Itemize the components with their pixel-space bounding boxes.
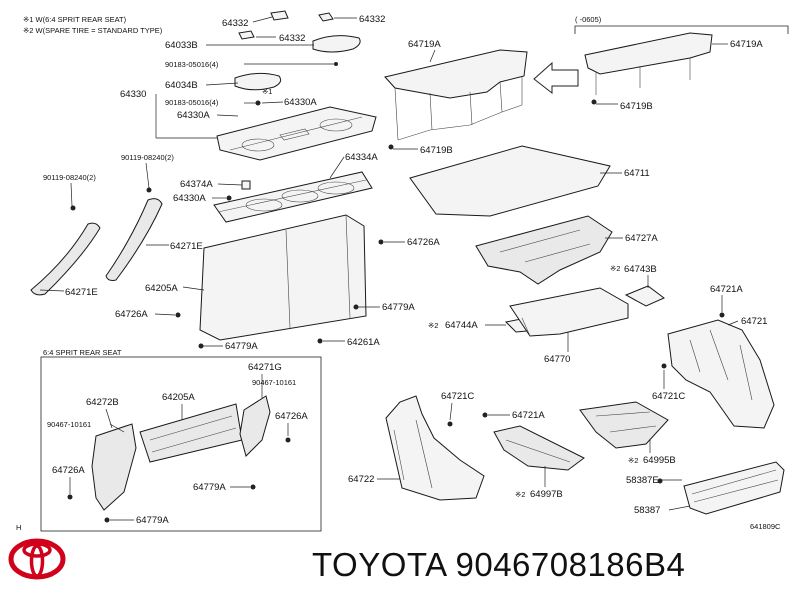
inset-label-64726a-b: 64726A (275, 411, 308, 422)
cover-64743b[interactable] (624, 285, 665, 307)
label-64330a-b: 64330A (177, 110, 210, 121)
brand-name: TOYOTA (312, 546, 446, 583)
scuff-plate-58387[interactable] (683, 461, 785, 515)
inset-label-64779a-b: 64779A (136, 515, 169, 526)
label-64332-a: 64332 (222, 18, 248, 29)
label-64261a: 64261A (347, 337, 380, 348)
label-64721a-c: 64721A (512, 410, 545, 421)
inset-seat-back-trim[interactable] (91, 395, 271, 511)
label-64374a: 64374A (180, 179, 213, 190)
label-90119-a: 90119-08240(2) (121, 153, 174, 162)
inset-label-64272b: 64272B (86, 397, 119, 408)
mark-2-d: ※2 (515, 490, 525, 499)
label-64727a: 64727A (625, 233, 658, 244)
label-64205a: 64205A (145, 283, 178, 294)
mark-2-b: ※2 (428, 321, 438, 330)
label-64744a: 64744A (445, 320, 478, 331)
label-90183-b: 90183-05016(4) (165, 98, 219, 107)
direction-arrow (533, 61, 579, 95)
label-64779a-a: 64779A (382, 302, 415, 313)
cap-part-b[interactable] (238, 30, 255, 40)
tray-64997b[interactable] (493, 425, 585, 471)
inset-label-64779a-a: 64779A (193, 482, 226, 493)
cap-part-a[interactable] (270, 10, 289, 21)
label-64997b: 64997B (530, 489, 563, 500)
label-64271e-a: 64271E (170, 241, 203, 252)
inset-label-64726a-a: 64726A (52, 465, 85, 476)
label-64719b-a: 64719B (420, 145, 453, 156)
deck-board-64719a[interactable] (384, 49, 528, 141)
label-64779a-b: 64779A (225, 341, 258, 352)
label-64330a-a: 64330A (284, 97, 317, 108)
rear-seat-back-board[interactable] (213, 171, 373, 223)
label-64719a-a: 64719A (408, 39, 441, 50)
label-64711: 64711 (624, 168, 650, 179)
deck-board-64719a-inset[interactable] (584, 32, 713, 95)
inset-title: 6:4 SPRIT REAR SEAT (43, 348, 122, 357)
label-64332-c: 64332 (359, 14, 385, 25)
label-64719a-b: 64719A (730, 39, 763, 50)
label-58387: 58387 (634, 505, 660, 516)
label-64726a-a: 64726A (407, 237, 440, 248)
label-64330a-c: 64330A (173, 193, 206, 204)
label-64332-b: 64332 (279, 33, 305, 44)
label-64033b: 64033B (165, 40, 198, 51)
label-90183-a: 90183-05016(4) (165, 60, 219, 69)
spacer-64727a[interactable] (475, 215, 613, 285)
inset-6-4-split-rear-seat (40, 356, 322, 532)
label-90119-b: 90119-08240(2) (43, 173, 96, 182)
label-64726a-b: 64726A (115, 309, 148, 320)
brand-part-number: TOYOTA 9046708186B4 (312, 546, 685, 584)
side-trim-64722[interactable] (385, 395, 485, 501)
label-64334a: 64334A (345, 152, 378, 163)
inset-label-64271g: 64271G (248, 362, 282, 373)
label-64770: 64770 (544, 354, 570, 365)
mark-1: ※1 (262, 87, 272, 96)
inset-label-90467-a: 90467-10161 (252, 378, 296, 387)
note-2: ※2 W(SPARE TIRE = STANDARD TYPE) (23, 26, 163, 35)
seat-back-trim-64205a[interactable] (199, 214, 367, 341)
inset-label-90467-b: 90467-10161 (47, 420, 91, 429)
inset-label-64205a: 64205A (162, 392, 195, 403)
luggage-board-64770[interactable] (509, 287, 629, 337)
cap-part-c[interactable] (318, 12, 334, 22)
label-64721c-b: 64721C (441, 391, 474, 402)
inset-corner-mark: H (16, 523, 21, 532)
tray-64995b[interactable] (579, 401, 669, 449)
label-64721c-a: 64721C (652, 391, 685, 402)
label-64721-b: 64721 (741, 316, 767, 327)
pillar-trim-64271e-left[interactable] (30, 222, 101, 296)
package-tray-panel[interactable] (216, 106, 377, 161)
part-number: 9046708186B4 (455, 546, 686, 583)
label-58387e: 58387E (626, 475, 659, 486)
inset-date-range: ( -0605) (575, 15, 602, 24)
note-1: ※1 W(6:4 SPRIT REAR SEAT) (23, 15, 127, 24)
label-64330: 64330 (120, 89, 146, 100)
speaker-cover-64034b[interactable] (234, 72, 282, 91)
speaker-cover-64033b[interactable] (312, 35, 361, 53)
label-64722: 64722 (348, 474, 374, 485)
label-64995b: 64995B (643, 455, 676, 466)
label-64034b: 64034B (165, 80, 198, 91)
toyota-logo-icon (8, 538, 66, 580)
drawing-code: 641809C (750, 522, 781, 531)
mark-2-c: ※2 (628, 456, 638, 465)
side-trim-64721[interactable] (667, 319, 775, 429)
label-64721a-a: 64721A (710, 284, 743, 295)
label-64719b-b: 64719B (620, 101, 653, 112)
label-64271e-b: 64271E (65, 287, 98, 298)
luggage-floor-mat-64711[interactable] (409, 145, 611, 217)
mark-2-a: ※2 (610, 264, 620, 273)
pillar-trim-64271e-right[interactable] (105, 198, 163, 281)
label-64743b: 64743B (624, 264, 657, 275)
